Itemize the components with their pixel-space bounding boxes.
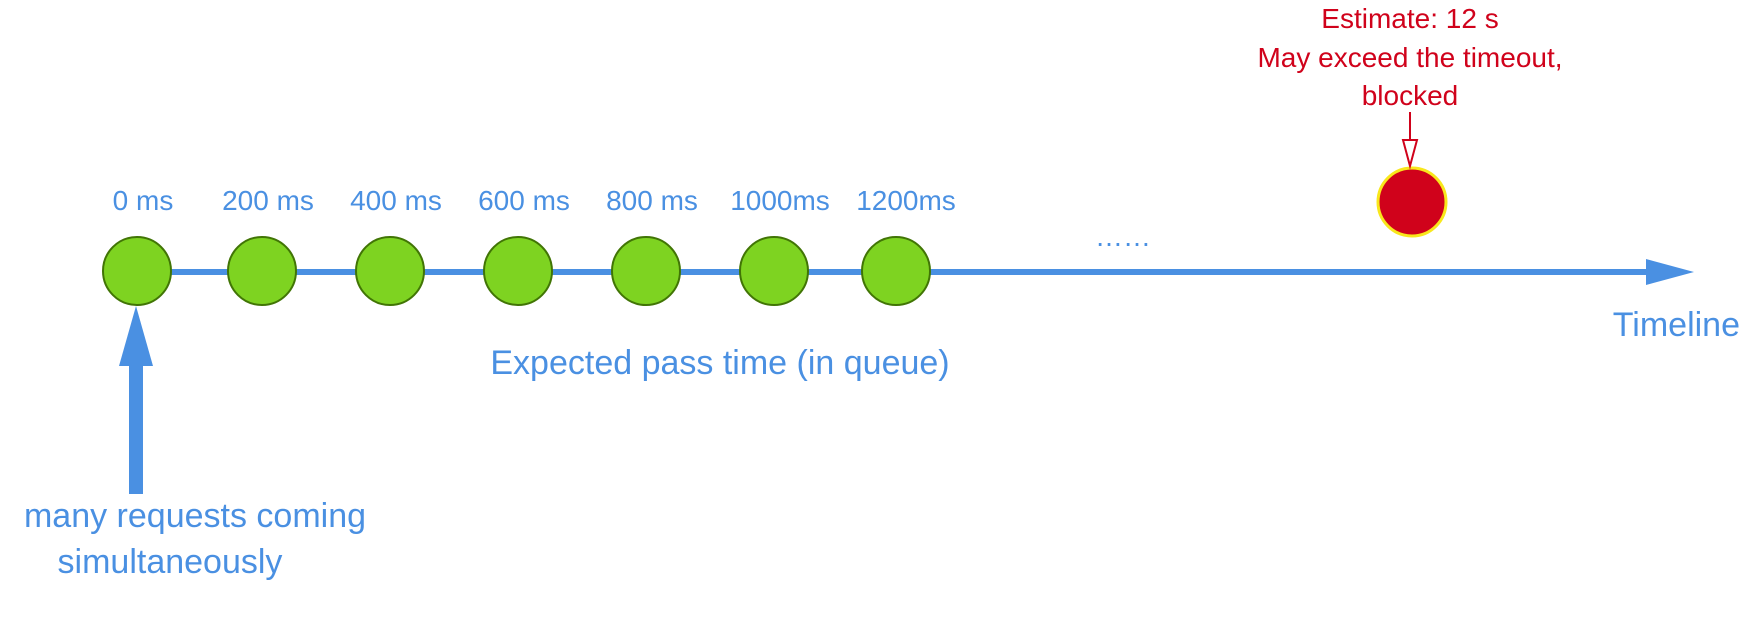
request-time-label: 800 ms — [606, 185, 698, 216]
request-circle — [611, 236, 681, 306]
blocked-pointer-arrowhead — [1401, 139, 1419, 170]
blocked-estimate-text: Estimate: 12 s — [1321, 3, 1498, 34]
request-circles — [102, 236, 931, 306]
request-labels: 0 ms 200 ms 400 ms 600 ms 800 ms 1000ms 1200ms — [113, 185, 956, 216]
incoming-simultaneous-text: simultaneously — [58, 543, 283, 581]
incoming-arrow-shaft — [129, 360, 143, 494]
incoming-arrow-head — [119, 306, 153, 366]
request-time-label: 200 ms — [222, 185, 314, 216]
request-time-label: 600 ms — [478, 185, 570, 216]
request-circle — [102, 236, 172, 306]
request-time-label: 1000ms — [730, 185, 830, 216]
timeline-label: Timeline — [1613, 306, 1740, 344]
blocked-request-circle — [1376, 166, 1448, 238]
blocked-timeout-text: May exceed the timeout, — [1257, 42, 1562, 73]
request-time-label: 400 ms — [350, 185, 442, 216]
request-circle — [355, 236, 425, 306]
queue-caption: Expected pass time (in queue) — [490, 344, 949, 382]
request-time-label: 1200ms — [856, 185, 956, 216]
request-time-label: 0 ms — [113, 185, 174, 216]
request-circle — [861, 236, 931, 306]
timeline-ellipsis: …… — [1095, 221, 1151, 252]
request-circle — [483, 236, 553, 306]
blocked-status-text: blocked — [1362, 80, 1459, 111]
incoming-requests-text: many requests coming — [24, 497, 366, 535]
request-circle — [227, 236, 297, 306]
request-circle — [739, 236, 809, 306]
timeline-arrowhead — [1646, 259, 1694, 285]
